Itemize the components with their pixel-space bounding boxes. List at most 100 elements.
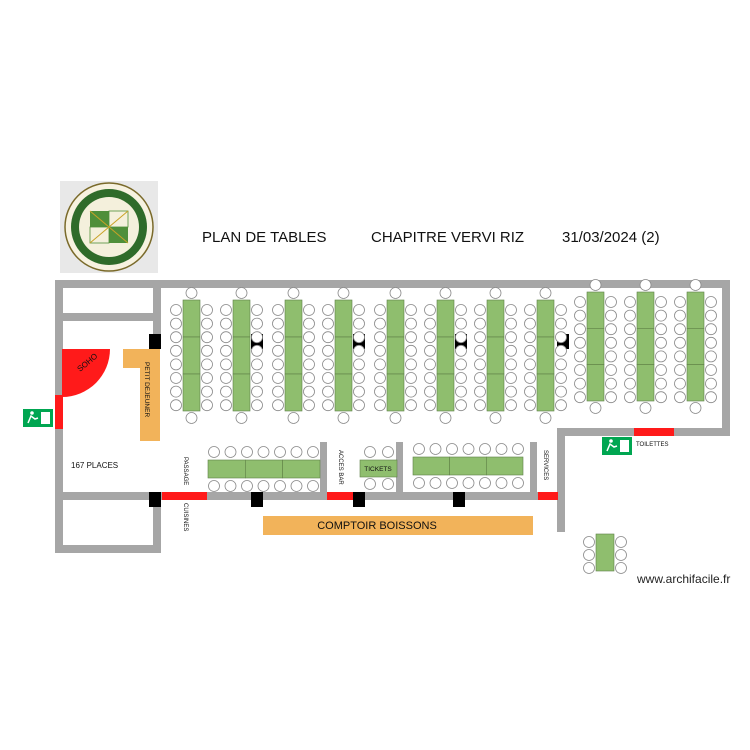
chair [322,344,334,357]
chair [455,331,467,344]
chair [674,296,686,308]
chair [505,358,517,371]
chair [524,372,536,384]
chair [364,446,376,458]
table [536,299,555,338]
structural-column [251,492,263,507]
chair [655,309,667,322]
chair [201,344,213,357]
plan-title: PLAN DE TABLES [202,229,327,246]
chair [322,304,334,316]
chair [405,399,417,412]
chair [474,372,486,384]
chair [413,477,425,489]
petit-dejeuner-label: PETIT DEJEUNER [143,362,150,417]
chair [224,480,237,492]
chair [705,377,717,390]
chair [235,412,248,424]
chair [462,443,475,455]
chair [524,399,536,412]
wall-segment [55,492,160,500]
chair [220,372,232,384]
chair [524,344,536,357]
chair [555,304,567,316]
chair [505,344,517,357]
chair [170,304,182,316]
chair [424,385,436,398]
chair [489,287,502,299]
chair [474,344,486,357]
chair [624,391,636,404]
chair [220,385,232,398]
chair [624,296,636,308]
chair [303,399,315,412]
chair [605,323,617,336]
table [686,291,705,329]
chair [405,358,417,371]
chair [220,304,232,316]
chair [583,549,595,561]
chair [251,399,263,412]
event-date: 31/03/2024 (2) [562,229,660,246]
chair [405,331,417,344]
chair [489,412,502,424]
chair [251,358,263,371]
table [334,336,353,375]
toilettes-label: TOILETTES [636,442,669,448]
petit-dejeuner-counter [123,349,160,441]
chair [674,350,686,363]
chair [524,304,536,316]
table [386,299,405,338]
chair [235,287,248,299]
chair [474,331,486,344]
table [595,533,615,572]
table [284,299,303,338]
chair [539,412,552,424]
chair [505,331,517,344]
chair [615,562,627,574]
chair [689,279,702,291]
table [284,336,303,375]
chair [705,391,717,404]
chair [322,385,334,398]
table [182,336,201,375]
table [636,291,655,329]
chair [272,399,284,412]
table [182,299,201,338]
chair [455,358,467,371]
chair [257,480,270,492]
chair [624,309,636,322]
chair [424,344,436,357]
chair [624,364,636,376]
chair [512,443,524,455]
chair [374,344,386,357]
chair [524,331,536,344]
door-marker [55,395,63,429]
chair [605,391,617,404]
chair [322,317,334,330]
chair [201,331,213,344]
chair [674,323,686,336]
table [636,328,655,365]
chair [374,399,386,412]
table [412,456,450,476]
chair [583,562,595,574]
chair [170,317,182,330]
chair [224,446,237,458]
chair [322,399,334,412]
chair [705,296,717,308]
cuisines-label: CUISINES [182,503,188,531]
chair [382,446,394,458]
chair [439,287,452,299]
chair [624,323,636,336]
chair [353,317,365,330]
chair [220,331,232,344]
chair [655,323,667,336]
table [536,373,555,412]
chair [605,350,617,363]
table [232,336,251,375]
chair [353,358,365,371]
chair [474,385,486,398]
chair [201,372,213,384]
chair [353,372,365,384]
